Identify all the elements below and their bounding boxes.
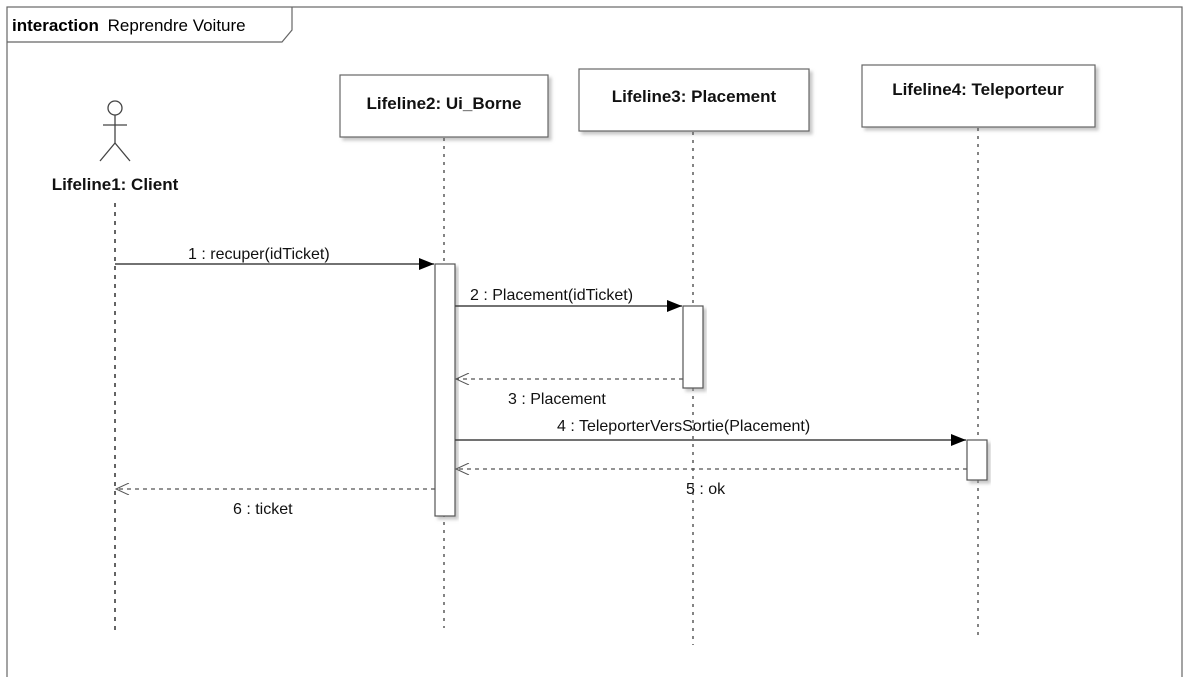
frame-keyword: interaction	[12, 16, 99, 35]
lifeline-placement-label: Lifeline3: Placement	[612, 87, 777, 106]
message-2[interactable]: 2 : Placement(idTicket)	[455, 287, 682, 312]
interaction-frame: interaction Reprendre Voiture	[6, 6, 1183, 682]
activation-bar-ui-borne	[434, 263, 456, 517]
lifeline-teleporteur[interactable]: Lifeline4: Teleporteur	[861, 64, 1096, 640]
message-1[interactable]: 1 : recuper(idTicket)	[115, 246, 434, 270]
svg-text:interaction Reprendre Vo: interaction Reprendre Voiture	[12, 16, 246, 35]
message-4-label: 4 : TeleporterVersSortie(Placement)	[557, 418, 810, 435]
activation-bar-placement	[682, 305, 704, 389]
message-3-label: 3 : Placement	[508, 391, 606, 408]
lifeline-ui-borne[interactable]: Lifeline2: Ui_Borne	[339, 74, 549, 628]
message-5-label: 5 : ok	[686, 481, 726, 498]
message-2-label: 2 : Placement(idTicket)	[470, 287, 633, 304]
stick-figure-icon	[99, 100, 131, 162]
message-6[interactable]: 6 : ticket	[116, 489, 435, 518]
actor-label: Lifeline1: Client	[52, 175, 179, 194]
message-4[interactable]: 4 : TeleporterVersSortie(Placement)	[455, 418, 966, 446]
activation-bar-teleporteur	[966, 439, 988, 481]
message-5[interactable]: 5 : ok	[456, 469, 967, 498]
message-1-label: 1 : recuper(idTicket)	[188, 246, 330, 263]
actor-client[interactable]: Lifeline1: Client	[52, 100, 179, 635]
frame-name: Reprendre Voiture	[108, 16, 246, 35]
lifeline-ui-borne-label: Lifeline2: Ui_Borne	[367, 94, 522, 113]
lifeline-teleporteur-label: Lifeline4: Teleporteur	[892, 80, 1064, 99]
message-6-label: 6 : ticket	[233, 501, 293, 518]
message-3[interactable]: 3 : Placement	[456, 379, 683, 408]
